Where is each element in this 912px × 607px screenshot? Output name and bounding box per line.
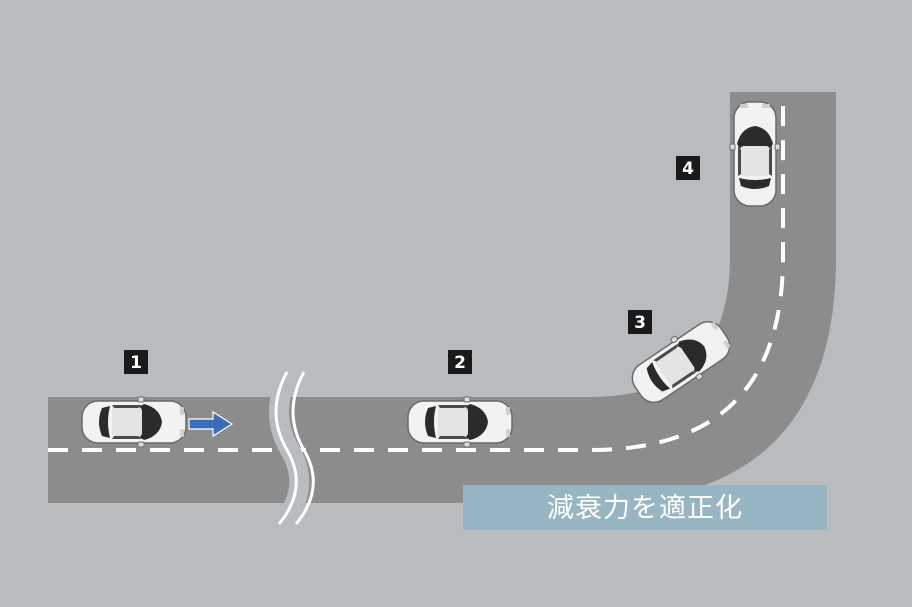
step-label-3: 3: [634, 313, 646, 333]
car-1: [81, 396, 187, 448]
lane-markings: [48, 94, 785, 452]
step-badge-2: 2: [448, 350, 472, 374]
caption-text: 減衰力を適正化: [547, 493, 743, 524]
step-badge-3: 3: [628, 310, 652, 334]
step-label-1: 1: [130, 353, 142, 373]
step-label-4: 4: [682, 159, 694, 179]
road-break-icon: [269, 367, 315, 531]
caption-box: 減衰力を適正化: [463, 485, 827, 530]
car-2: [407, 396, 513, 448]
car-4: [729, 101, 781, 207]
road: [48, 92, 836, 503]
step-badge-1: 1: [124, 350, 148, 374]
step-badge-4: 4: [676, 156, 700, 180]
arrow-right-icon: [188, 410, 234, 438]
step-label-2: 2: [454, 353, 466, 373]
